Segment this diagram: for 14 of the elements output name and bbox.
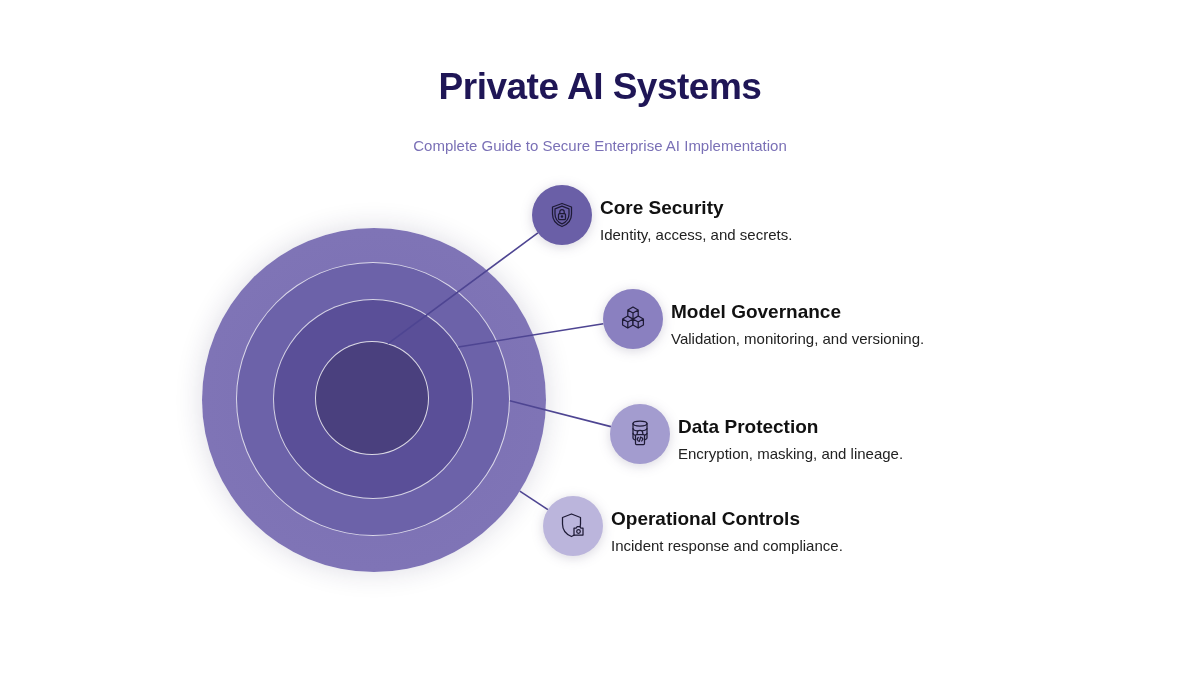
title: Private AI Systems [438,65,762,109]
section-description: Validation, monitoring, and versioning. [671,329,925,349]
section-heading: Data Protection [678,415,820,439]
section-description: Incident response and compliance. [611,536,843,556]
connector-line [457,322,605,348]
section-heading: Operational Controls [611,507,801,531]
connector-line [519,490,549,511]
section-heading: Core Security [600,196,725,220]
section-description: Encryption, masking, and lineage. [678,444,904,464]
section-description: Identity, access, and secrets. [600,225,793,245]
subtitle: Complete Guide to Secure Enterprise AI Implementation [413,136,787,156]
connector-line [509,400,612,428]
connector-line [387,232,539,345]
section-heading: Model Governance [671,300,842,324]
